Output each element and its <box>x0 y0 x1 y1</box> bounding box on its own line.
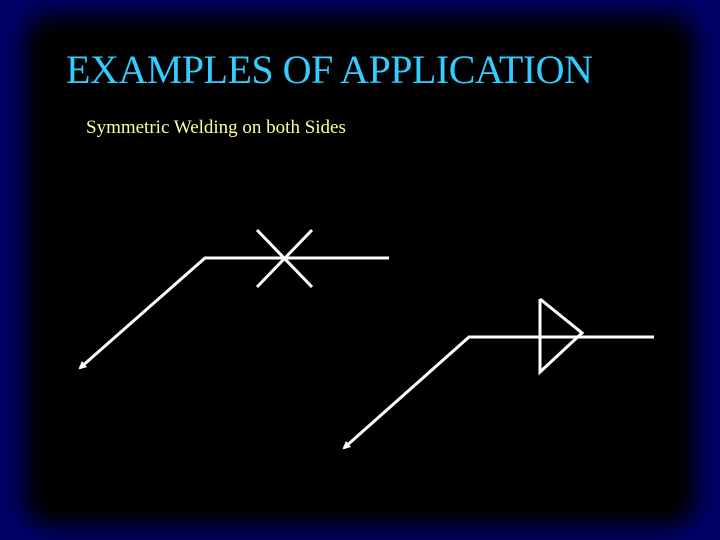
double-fillet-weld-symbol <box>538 297 585 376</box>
slide-dark-panel <box>44 34 676 506</box>
arrow-leader-line <box>78 256 206 370</box>
slide-title: EXAMPLES OF APPLICATION <box>66 47 593 92</box>
double-v-weld-symbol-stroke <box>255 228 314 289</box>
arrow-leader-line <box>342 335 470 450</box>
slide-subtitle: Symmetric Welding on both Sides <box>86 117 346 138</box>
double-v-weld-callout <box>78 228 389 370</box>
double-fillet-weld-callout <box>342 297 654 450</box>
